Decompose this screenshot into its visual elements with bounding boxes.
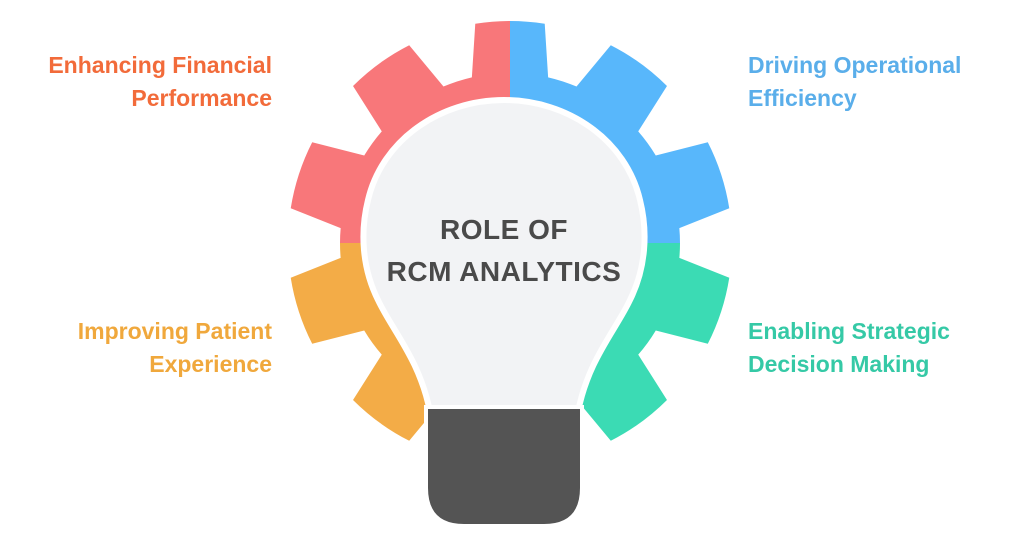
label-tl-line-1: Enhancing Financial bbox=[48, 52, 272, 78]
label-tr-line-1: Driving Operational bbox=[748, 52, 962, 78]
light-bulb-glass bbox=[360, 96, 648, 415]
label-bl-line-2: Experience bbox=[149, 351, 272, 377]
label-br-line-1: Enabling Strategic bbox=[748, 318, 950, 344]
label-enhancing-financial-performance: Enhancing Financial Performance bbox=[48, 49, 272, 115]
light-bulb-base bbox=[424, 405, 584, 528]
center-title-line-2: RCM ANALYTICS bbox=[386, 256, 622, 287]
label-enabling-strategic-decision-making: Enabling Strategic Decision Making bbox=[748, 315, 950, 381]
label-br-line-2: Decision Making bbox=[748, 351, 930, 377]
label-driving-operational-efficiency: Driving Operational Efficiency bbox=[748, 49, 961, 115]
label-bl-line-1: Improving Patient bbox=[77, 318, 272, 344]
label-tr-line-2: Efficiency bbox=[748, 85, 857, 111]
center-title-line-1: ROLE OF bbox=[440, 214, 568, 245]
label-tl-line-2: Performance bbox=[131, 85, 272, 111]
label-improving-patient-experience: Improving Patient Experience bbox=[78, 315, 272, 381]
